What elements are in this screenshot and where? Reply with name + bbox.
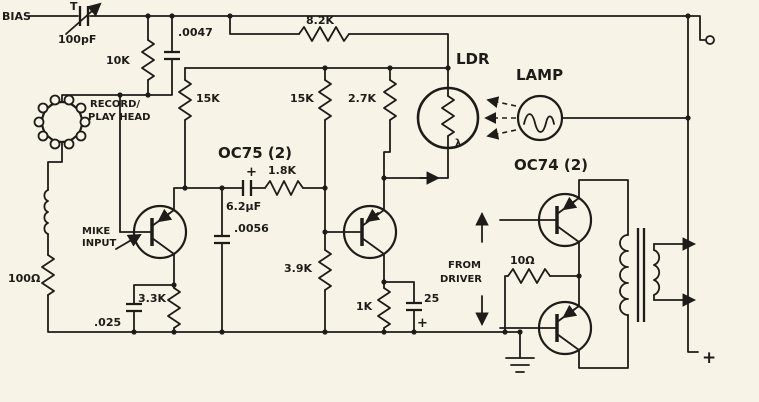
junction-dots: [117, 13, 691, 335]
c025-label: .025: [94, 316, 121, 329]
secondary-winding: [653, 249, 661, 296]
c0056-label: .0056: [234, 222, 269, 235]
ldr-resistor-element: [441, 95, 455, 137]
r100-label: 100Ω: [8, 272, 41, 285]
capacitor-0056: [214, 234, 230, 245]
c62uf-plus-sign: +: [246, 165, 257, 180]
from-driver-line1: FROM: [448, 260, 481, 271]
ldr-label: LDR: [456, 50, 490, 68]
lamp-label: LAMP: [516, 66, 563, 84]
resistor-100ohm: [41, 254, 55, 296]
resistor-10ohm: [507, 268, 551, 284]
c62uf-label: 6.2μF: [226, 200, 261, 213]
transformer-core: [636, 228, 646, 322]
interstage-coupling: [178, 67, 332, 333]
resistor-18k: [264, 180, 304, 196]
ldr-output-wiring: [383, 147, 449, 185]
mike-label-line2: INPUT: [82, 238, 117, 249]
resistor-39k: [318, 249, 332, 291]
trimmer-arrow: [65, 2, 102, 35]
inductor-coil: [43, 189, 49, 235]
oc75-label: OC75 (2): [218, 144, 292, 162]
emitter-arrow-icon: [365, 208, 381, 223]
capacitor-25uf: [406, 301, 422, 312]
primary-winding: [619, 234, 629, 316]
r10k-label: 10K: [106, 54, 130, 67]
capacitor-62uf: [241, 180, 253, 196]
head-ground-branch: [41, 141, 535, 373]
lambda-label: λ: [455, 138, 462, 149]
capacitor-0047: [164, 50, 180, 61]
mike-label-line1: MIKE: [82, 226, 110, 237]
r39k-label: 3.9K: [284, 262, 312, 275]
resistor-33k: [167, 287, 181, 329]
lamp-filament-icon: [523, 113, 555, 133]
head-label-line2: PLAY HEAD: [88, 112, 150, 123]
from-driver-line2: DRIVER: [440, 274, 482, 285]
r82k-label: 8.2K: [306, 14, 334, 27]
emitter-arrow-icon: [157, 208, 173, 223]
resistor-1k: [377, 287, 391, 329]
r1k-label: 1K: [356, 300, 373, 313]
oc74-label: OC74 (2): [514, 156, 588, 174]
head-winding-loops: [33, 94, 91, 150]
emitter-arrow-icon: [562, 196, 578, 211]
mike-input-arrow: [115, 233, 142, 250]
resistor-15k-a: [178, 79, 192, 121]
capacitor-025: [126, 302, 142, 313]
resistor-15k-b: [318, 79, 332, 121]
bias-label: BIAS: [2, 10, 31, 23]
component-labels: BIAS T 100pF 10K .0047 8.2K RECORD/ PLAY…: [2, 0, 716, 368]
trimmer-value-label: 100pF: [58, 33, 96, 46]
lamp-symbol: [516, 94, 689, 142]
trimmer-t-label: T: [70, 0, 78, 13]
q2-wiring: [324, 67, 422, 333]
r15k-a-label: 15K: [196, 92, 220, 105]
output-terminal: [705, 35, 715, 45]
ground-icon: [505, 357, 535, 373]
resistor-27k: [383, 79, 397, 121]
resistor-82k: [298, 26, 350, 42]
r10ohm-label: 10Ω: [510, 254, 535, 267]
c25-label: 25: [424, 292, 439, 305]
c25-plus-sign: +: [417, 316, 428, 331]
c0047-label: .0047: [178, 26, 213, 39]
r33k-label: 3.3K: [138, 292, 166, 305]
trimmer-capacitor: [65, 2, 102, 35]
resistor-10k: [141, 39, 155, 81]
head-label-line1: RECORD/: [90, 99, 140, 110]
emitter-arrow-icon: [562, 304, 578, 319]
light-rays: [484, 96, 517, 140]
output-transformer: [619, 228, 697, 322]
r18k-label: 1.8K: [268, 164, 296, 177]
r27k-label: 2.7K: [348, 92, 376, 105]
plus-terminal-label: +: [702, 348, 716, 368]
bias-rail-wiring: [27, 15, 715, 233]
bias-filter-network: [141, 39, 180, 81]
r15k-b-label: 15K: [290, 92, 314, 105]
